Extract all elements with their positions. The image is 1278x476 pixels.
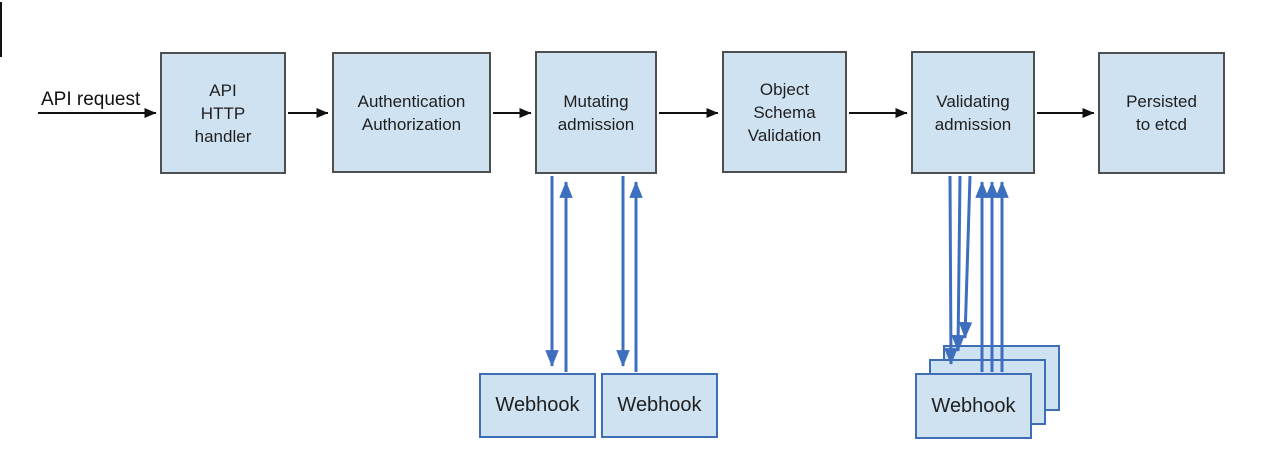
validating-webhook-arrows <box>944 175 1009 372</box>
node-line: Mutating <box>563 91 629 111</box>
api-request-label: API request <box>41 89 141 110</box>
node-line: Authorization <box>361 114 462 134</box>
node-line: Schema <box>753 102 816 122</box>
validating-webhook-box-front: Webhook <box>915 373 1032 439</box>
mutating-webhook-box-1: Webhook <box>479 373 596 438</box>
mutating-webhook-arrows <box>545 176 643 372</box>
node-line: Authentication <box>357 91 466 111</box>
node-line: Object <box>759 79 810 99</box>
webhook-label: Webhook <box>495 394 580 416</box>
node-api-http-handler: API HTTP handler <box>160 52 286 174</box>
node-mutating-admission: Mutating admission <box>535 51 657 174</box>
webhook-label: Webhook <box>931 394 1016 417</box>
node-line: HTTP <box>200 103 246 123</box>
node-persisted-to-etcd: Persisted to etcd <box>1098 52 1225 174</box>
arrow-validating-call-3 <box>958 175 973 339</box>
node-line: to etcd <box>1135 115 1188 134</box>
node-validating-admission: Validating admission <box>911 51 1035 174</box>
arrow-validating-call-2 <box>951 175 965 352</box>
arrow-validating-call-1 <box>944 175 958 365</box>
edge-artifact <box>0 2 2 57</box>
mutating-webhook-box-2: Webhook <box>601 373 718 438</box>
node-line: admission <box>934 114 1012 134</box>
node-line: Validation <box>747 125 822 145</box>
node-object-schema-validation: Object Schema Validation <box>722 51 847 173</box>
node-line: Persisted <box>1126 92 1197 111</box>
webhook-label: Webhook <box>617 394 702 416</box>
node-line: Validating <box>936 91 1010 111</box>
node-authentication-authorization: Authentication Authorization <box>332 52 491 173</box>
node-line: API <box>209 80 237 100</box>
node-line: handler <box>194 126 252 146</box>
node-line: admission <box>557 114 635 134</box>
